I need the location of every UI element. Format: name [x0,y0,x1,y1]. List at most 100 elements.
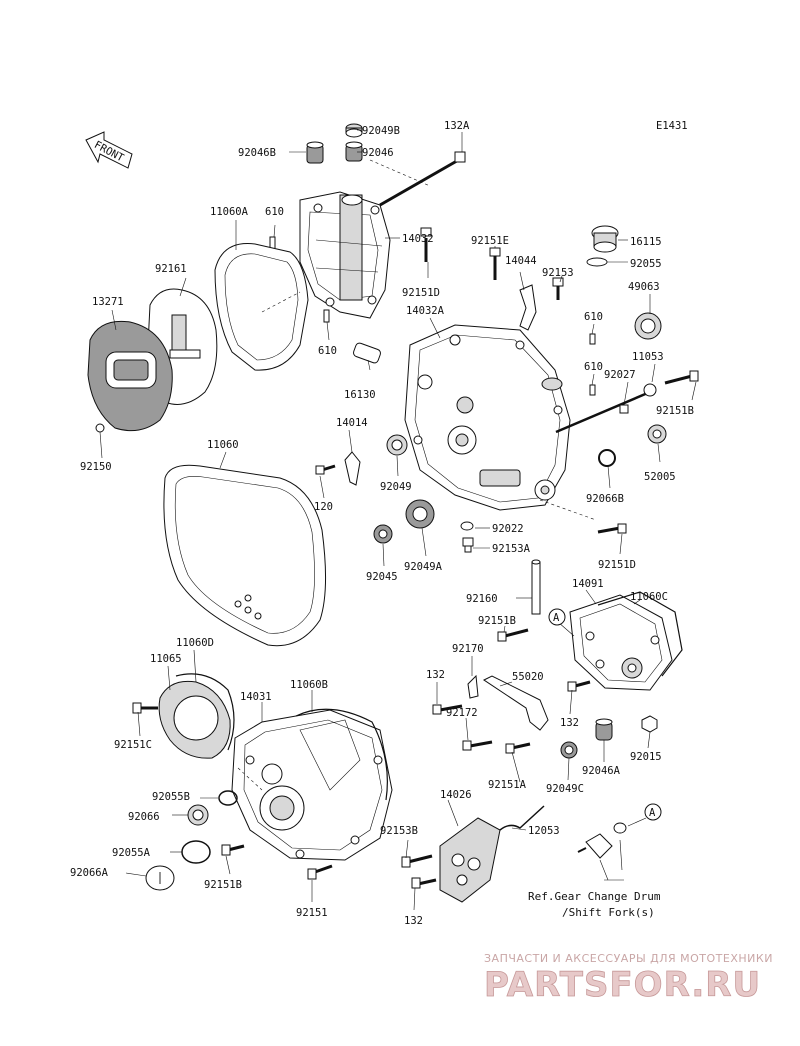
label-14032a: 14032A [406,305,445,317]
label-49063: 49063 [628,281,660,293]
label-92022: 92022 [492,523,524,535]
crankcase-14032a [404,324,571,511]
label-92160: 92160 [466,593,498,605]
label-92151e: 92151E [471,235,509,247]
clutch-cover-14032 [299,191,391,319]
plug-92066a [145,865,175,891]
label-92151c: 92151C [114,739,152,751]
label-52005: 52005 [644,471,676,483]
watermark-brand: PARTSFOR.RU [484,965,761,1005]
bolt-92151e [489,247,501,280]
label-92151b-right: 92151B [656,405,694,417]
label-92153a: 92153A [492,543,531,555]
bush-92046 [345,141,363,162]
lever-14044 [519,284,537,331]
bolt-92153 [552,277,564,300]
cover-14026 [439,817,501,903]
label-92151a: 92151A [488,779,527,791]
label-92046a: 92046A [582,765,621,777]
label-92172: 92172 [446,707,478,719]
o-ring-92055a [181,840,211,864]
seal-92045 [373,524,393,544]
label-92153b: 92153B [380,825,418,837]
cover-14031 [231,709,393,861]
label-92170: 92170 [452,643,484,655]
label-132a: 132A [444,120,470,132]
switch-assembly [577,822,627,859]
leader-lines [99,129,697,911]
front-arrow-icon: FRONT [85,131,133,169]
label-92150: 92150 [80,461,112,473]
bolt-92151 [307,864,333,880]
bolt-92151c [132,702,158,714]
o-ring-92055b [218,790,238,806]
seal-52005 [647,424,667,444]
label-55020: 55020 [512,671,544,683]
bolt-132a [379,151,466,207]
svg-text:A: A [649,807,656,819]
label-610-b: 610 [318,345,337,357]
label-11060c: 11060C [630,591,668,603]
o-ring-92066b [598,449,616,467]
label-11065: 11065 [150,653,182,665]
bolt-92153a [462,537,474,553]
label-13271: 13271 [92,296,124,308]
label-92151b-bottom: 92151B [204,879,242,891]
label-92049b: 92049B [362,125,400,137]
figure-code: E1431 [656,120,688,132]
label-92055a: 92055A [112,847,151,859]
label-92151: 92151 [296,907,328,919]
label-14026: 14026 [440,789,472,801]
label-11060: 11060 [207,439,239,451]
label-92049: 92049 [380,481,412,493]
label-610-c: 610 [584,311,603,323]
label-120: 120 [314,501,333,513]
label-92027: 92027 [604,369,636,381]
watermark-tagline: ЗАПЧАСТИ И АКСЕССУАРЫ ДЛЯ МОТОТЕХНИКИ [484,952,773,965]
label-92161: 92161 [155,263,187,275]
bolt-92151b-m [497,628,529,642]
label-11053: 11053 [632,351,664,363]
seal-92049a [405,499,435,529]
bolt-92151b-b [221,844,245,856]
label-14032: 14032 [402,233,434,245]
gasket-11060c [597,591,683,677]
label-92045: 92045 [366,571,398,583]
plug-49063 [634,312,662,340]
label-92066b: 92066B [586,493,624,505]
part-number-labels: 132A 92049B 92046B 92046 11060A 610 1403… [70,120,694,927]
label-92066: 92066 [128,811,160,823]
seal-92049 [386,434,408,456]
screw-92150 [95,423,105,433]
bolt-132-c [411,877,437,889]
cover-14091 [569,594,673,691]
label-92151d-top: 92151D [402,287,440,299]
plate-92170 [467,674,479,699]
bolt-92151d-r [597,523,627,534]
label-12053: 12053 [528,825,560,837]
bush-92046a [595,718,613,741]
reference-marker-a-2: A [644,803,662,821]
label-92151d-right: 92151D [598,559,636,571]
nut-92015 [641,715,658,733]
label-132-a: 132 [426,669,445,681]
bolt-120 [315,464,336,475]
seal-92049c [560,741,578,759]
plug-92066 [187,804,209,826]
bolt-92151d [420,227,432,262]
oil-filler-cap-16115 [591,225,619,253]
label-610-a: 610 [265,206,284,218]
label-14044: 14044 [505,255,537,267]
label-92015: 92015 [630,751,662,763]
bolt-132-a [432,704,463,715]
gasket-11060b [295,708,388,801]
svg-text:A: A [553,612,560,624]
label-92046b: 92046B [238,147,276,159]
label-92151b-mid: 92151B [478,615,516,627]
label-610-d: 610 [584,361,603,373]
bushing-16130 [353,342,381,364]
spring-12053 [499,805,545,831]
reference-note-line2: /Shift Fork(s) [562,906,655,919]
